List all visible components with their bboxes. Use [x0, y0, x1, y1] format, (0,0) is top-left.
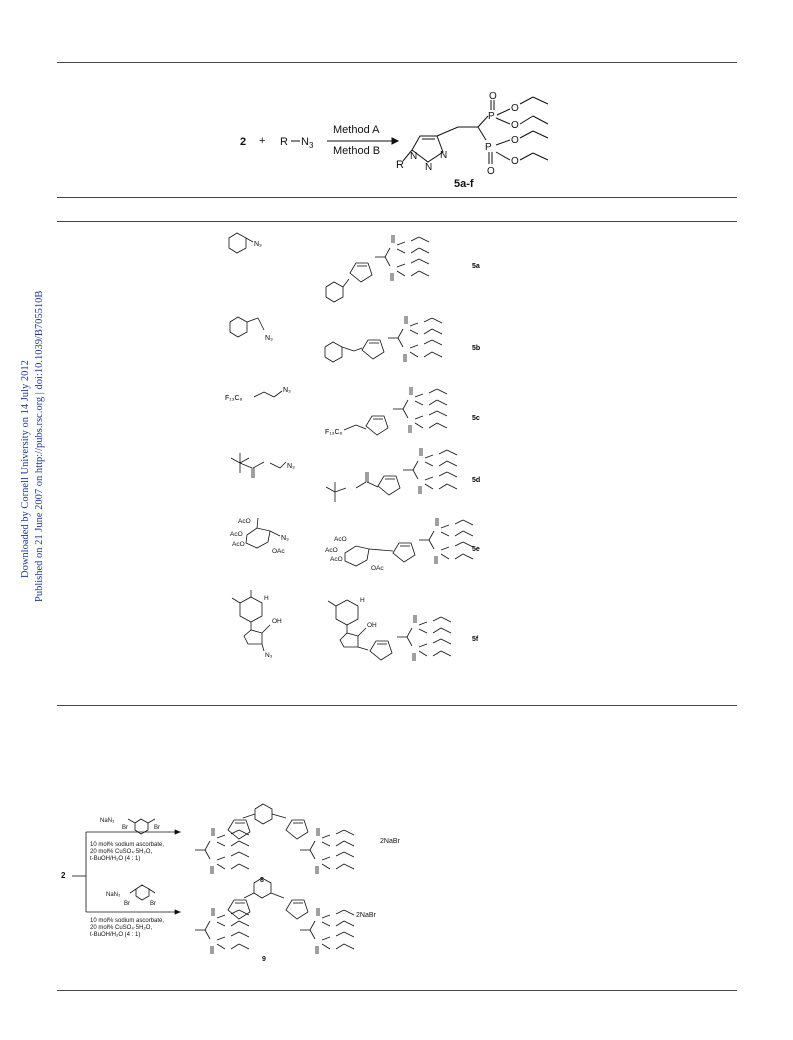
plus-sign: + [259, 135, 265, 147]
acetate-label: OAc [272, 548, 285, 555]
azide-r: R [280, 136, 288, 148]
atom-p: P [485, 142, 492, 153]
method-b-label: Method B [333, 145, 380, 157]
atom-o: O [511, 120, 519, 131]
nh-label: H [360, 597, 365, 604]
table-row: F₁₃C₆ N₃ F₁₃C₆ 5c [225, 386, 480, 436]
atom-n: N [425, 162, 432, 173]
azide-label: N₃ [283, 387, 291, 394]
bromide-label: Br [154, 825, 160, 831]
compound-label: 5e [472, 546, 480, 553]
table-row: N₃ 5a [228, 232, 480, 303]
product-label: 8 [260, 877, 264, 884]
atom-o: O [489, 91, 497, 102]
azide-prefix: F₁₃C₆ [325, 429, 343, 436]
acetate-label: OAc [371, 565, 384, 572]
nh-label: H [264, 595, 269, 602]
table-header-rule [57, 221, 737, 222]
upper-azide: NaN₃ [100, 818, 115, 824]
acetate-label: AcO [230, 531, 243, 538]
bromide-label: Br [122, 825, 128, 831]
reagent-number: 2 [240, 136, 246, 148]
condition-line: 20 mol% CuSO₄·5H₂O, [90, 849, 152, 855]
condition-line: 10 mol% sodium ascorbate, [90, 842, 164, 848]
azide-subscript: 3 [309, 141, 314, 150]
acetate-label: AcO [232, 541, 245, 548]
condition-line: 20 mol% CuSO₄·5H₂O, [90, 925, 152, 931]
atom-o: O [511, 156, 519, 167]
acetate-label: AcO [325, 547, 338, 554]
azide-prefix: F₁₃C₆ [225, 395, 243, 402]
lower-azide: NaN₃ [106, 892, 121, 898]
condition-line: t-BuOH/H₂O (4 : 1) [90, 932, 140, 938]
atom-n: N [410, 151, 417, 162]
scheme-bottom-rule [57, 197, 737, 198]
azide-label: N₃ [265, 652, 273, 659]
table-row: AcO AcO AcO OAc AcO AcO AcO OAc N₃ 5e [230, 517, 480, 572]
azide-label: N₃ [281, 535, 289, 542]
azide-label: N₃ [265, 335, 273, 342]
start-reagent: 2 [61, 871, 66, 880]
atom-n: N [440, 150, 447, 161]
method-a-label: Method A [333, 124, 380, 136]
compound-label: 5d [472, 477, 480, 484]
azide-label: N₃ [254, 241, 262, 248]
condition-line: t-BuOH/H₂O (4 : 1) [90, 856, 140, 862]
table-bottom-rule [57, 705, 737, 706]
salt-byproduct: 2NaBr [380, 838, 401, 845]
table-row: N₃ 5d [230, 447, 480, 502]
compound-label: 5c [472, 415, 480, 422]
compound-label: 5b [472, 345, 480, 352]
compound-label: 5a [472, 263, 480, 270]
bromide-label: Br [150, 901, 156, 907]
bromide-label: Br [124, 901, 130, 907]
salt-byproduct: 2NaBr [356, 912, 377, 919]
acetate-label: AcO [238, 518, 251, 525]
table-top-rule [57, 62, 737, 63]
table-row: N₃ 5b [229, 315, 480, 363]
product-r: R [396, 159, 404, 171]
atom-o: O [487, 166, 495, 177]
atom-o: O [511, 103, 519, 114]
condition-line: 10 mol% sodium ascorbate, [90, 918, 164, 924]
acetate-label: AcO [334, 536, 347, 543]
azide-label: N₃ [287, 463, 295, 470]
table-row: OH H OH H N₃ 5f [231, 590, 479, 662]
page-bottom-rule [57, 990, 737, 991]
azide-n: N [301, 136, 309, 148]
acetate-label: AcO [330, 556, 343, 563]
atom-o: O [511, 135, 519, 146]
hydroxyl-label: OH [367, 622, 377, 629]
compound-label: 5f [472, 636, 479, 643]
product-label: 5a-f [454, 178, 474, 190]
product-label: 9 [262, 956, 266, 963]
hydroxyl-label: OH [272, 618, 282, 625]
atom-p: P [488, 111, 495, 122]
